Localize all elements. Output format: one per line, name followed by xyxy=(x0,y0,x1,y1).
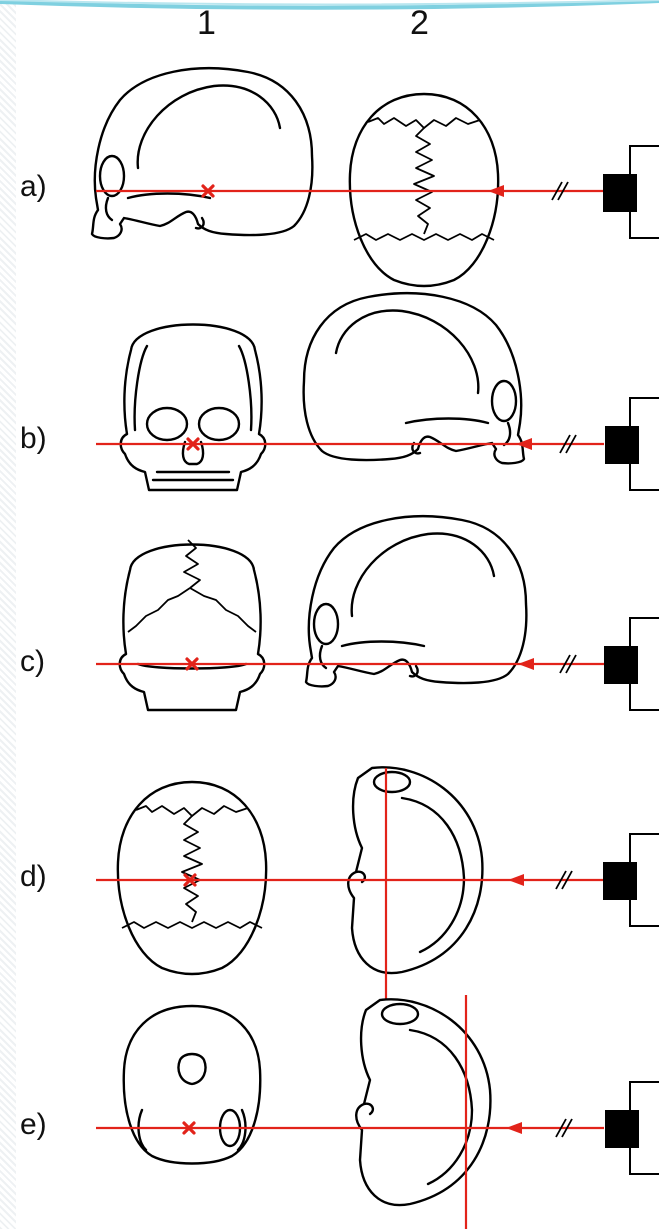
row-a xyxy=(92,68,659,286)
row-e xyxy=(96,995,659,1229)
row-c xyxy=(96,516,659,710)
row-d xyxy=(96,767,659,1005)
skull-submental-lateral xyxy=(356,999,490,1205)
arrowhead-icon xyxy=(506,1122,522,1134)
skull-posterior-view xyxy=(120,540,265,710)
skull-axial-lateral xyxy=(348,767,482,973)
x-ray-tube-icon xyxy=(603,862,637,900)
x-ray-tube-icon xyxy=(605,426,639,464)
skull-lateral-right xyxy=(304,293,524,463)
arrowhead-icon xyxy=(508,874,524,886)
skull-lateral-left xyxy=(306,516,526,686)
skull-lateral-left xyxy=(92,68,312,238)
skull-frontal-view xyxy=(121,325,266,491)
row-label-e: e) xyxy=(20,1110,47,1140)
row-b xyxy=(96,293,659,490)
x-ray-tube-icon xyxy=(605,1110,639,1148)
arrowhead-icon xyxy=(518,658,534,670)
x-ray-tube-icon xyxy=(603,174,637,212)
skull-base-view xyxy=(124,1006,261,1164)
x-ray-tube-icon xyxy=(604,646,638,684)
